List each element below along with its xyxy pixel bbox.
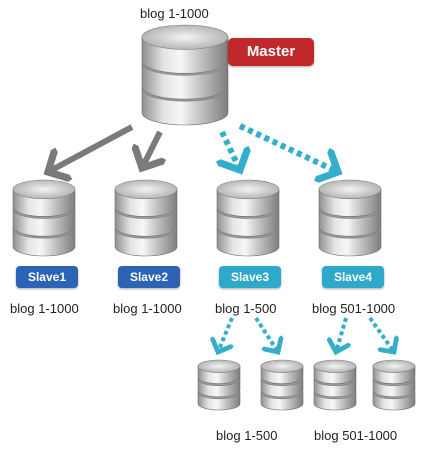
master-label: blog 1-1000 — [140, 6, 209, 21]
shard-a1-database-icon — [197, 359, 241, 411]
shard-a-label: blog 1-500 — [216, 428, 278, 443]
slave2-badge: Slave2 — [118, 266, 180, 288]
arrow-to-slave4 — [238, 123, 338, 172]
slave3-badge: Slave3 — [219, 266, 281, 288]
arrow-to-slave3 — [222, 130, 240, 170]
slave2-label: blog 1-1000 — [113, 301, 182, 316]
master-database-icon — [141, 24, 229, 126]
arrow-slave3-to-shard-b — [254, 316, 278, 352]
arrow-slave4-to-shard-a — [336, 317, 346, 352]
slave1-label: blog 1-1000 — [10, 301, 79, 316]
arrow-slave3-to-shard-a — [218, 317, 234, 352]
slave1-badge: Slave1 — [16, 266, 78, 288]
database-layer — [12, 24, 416, 411]
arrows-master-to-slaves — [48, 123, 338, 172]
slave3-database-icon — [216, 179, 280, 257]
shard-b-label: blog 501-1000 — [314, 428, 398, 443]
shard-b2-database-icon — [372, 359, 416, 411]
arrow-to-slave1 — [48, 124, 134, 172]
arrow-slave4-to-shard-b — [368, 316, 394, 352]
shard-b1-database-icon — [313, 359, 357, 411]
shard-a2-database-icon — [260, 359, 304, 411]
slave1-database-icon — [12, 179, 76, 257]
slave4-label: blog 501-1000 — [312, 301, 396, 316]
arrow-to-slave2 — [142, 130, 160, 168]
slave3-label: blog 1-500 — [215, 301, 277, 316]
slave4-badge: Slave4 — [322, 266, 384, 288]
slave2-database-icon — [114, 179, 178, 257]
arrows-slaves-to-shards — [218, 316, 394, 352]
master-badge: Master — [228, 38, 314, 66]
slave4-database-icon — [318, 179, 382, 257]
